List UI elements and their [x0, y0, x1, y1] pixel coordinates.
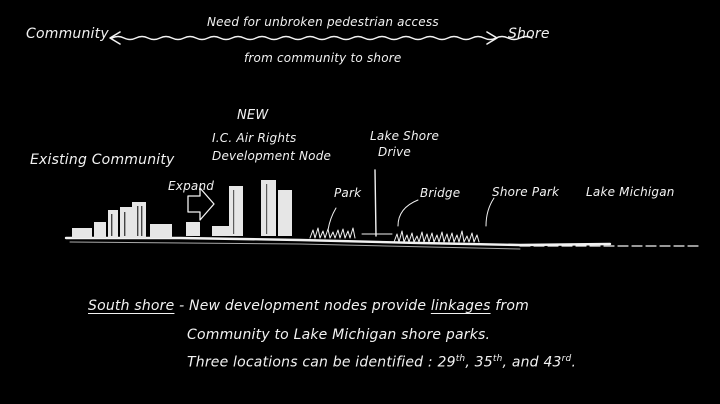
development-node-towers	[186, 180, 292, 236]
caption-line-2: Community to Lake Michigan shore parks.	[187, 327, 491, 343]
development-node-label: Development Node	[212, 149, 332, 163]
arrowhead-left	[109, 31, 121, 45]
caption-text-b: from	[495, 298, 529, 314]
lake-shore-label: Lake Shore	[370, 129, 440, 143]
park-grass	[309, 227, 356, 239]
location-29: 29	[437, 354, 456, 371]
caption-text-a: New development nodes provide	[189, 298, 427, 314]
park-label: Park	[334, 186, 362, 200]
community-label: Community	[26, 26, 109, 42]
location-43-suffix: rd	[561, 354, 572, 364]
ground-line	[64, 236, 612, 247]
new-label: NEW	[237, 108, 269, 123]
arrowhead-right	[486, 31, 498, 45]
community-to-shore-text: from community to shore	[244, 51, 402, 65]
bridge-label: Bridge	[420, 186, 461, 200]
caption-end: .	[571, 354, 577, 371]
location-29-suffix: th	[455, 354, 466, 364]
existing-community-buildings	[72, 202, 172, 238]
caption-line-3: Three locations can be identified : 29th…	[187, 354, 577, 371]
bridge-pointer	[397, 199, 419, 227]
location-35: 35	[474, 354, 493, 371]
existing-community-label: Existing Community	[30, 152, 175, 168]
shore-grass	[393, 230, 480, 243]
lake-shore-drive-line	[374, 169, 377, 237]
caption-and: and	[511, 354, 539, 371]
drive-label: Drive	[378, 145, 411, 159]
expand-arrow	[187, 187, 215, 221]
caption-dash: -	[179, 298, 185, 314]
caption-line-1: South shore - New development nodes prov…	[88, 298, 529, 314]
access-arrow	[111, 35, 533, 41]
expand-label: Expand	[168, 179, 215, 193]
lake-michigan-label: Lake Michigan	[586, 185, 675, 199]
location-43: 43	[543, 354, 562, 371]
caption-line-3-text: Three locations can be identified :	[187, 354, 433, 371]
ic-air-rights-label: I.C. Air Rights	[212, 131, 297, 145]
location-35-suffix: th	[492, 354, 503, 364]
caption-lead: South shore	[88, 298, 175, 314]
caption-emphasis: linkages	[430, 298, 491, 314]
shore-park-label: Shore Park	[492, 185, 560, 199]
need-access-text: Need for unbroken pedestrian access	[207, 15, 439, 29]
